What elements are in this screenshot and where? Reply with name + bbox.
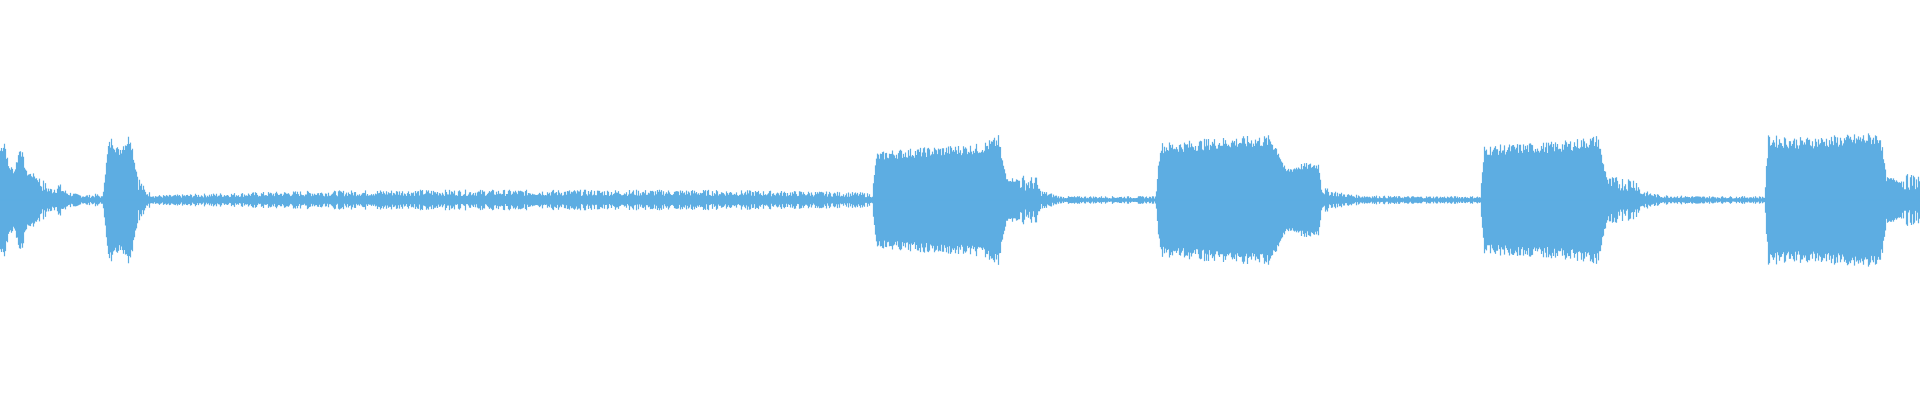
- waveform-bars: [0, 133, 1920, 267]
